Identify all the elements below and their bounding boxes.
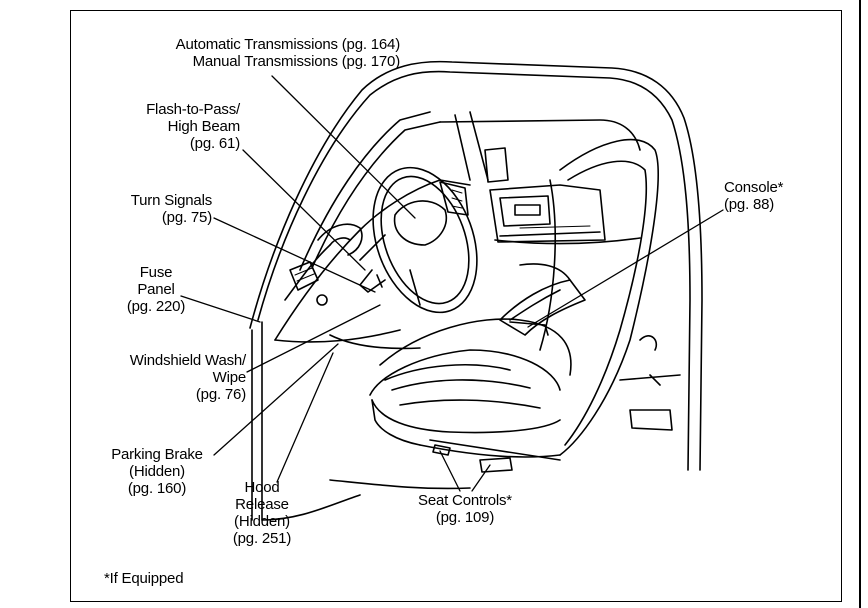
label-line: (pg. 76) — [195, 386, 246, 403]
label-line: Console* — [724, 179, 784, 196]
label-turn-signals: Turn Signals (pg. 75) — [100, 192, 212, 226]
label-line: Release — [235, 496, 289, 513]
label-line: Manual Transmissions (pg. 170) — [192, 53, 401, 70]
leader-parking-brake — [213, 343, 339, 456]
label-windshield-wash: Windshield Wash/ Wipe (pg. 76) — [100, 352, 246, 403]
label-line: Wipe — [212, 369, 247, 386]
label-line: (pg. 88) — [724, 196, 775, 213]
label-line: (pg. 220) — [126, 298, 186, 315]
label-line: (Hidden) — [234, 513, 290, 530]
leader-seat-controls-a — [439, 450, 461, 492]
label-hood-release: Hood Release (Hidden) (pg. 251) — [222, 479, 302, 547]
leader-transmissions — [271, 75, 416, 219]
windshield-pillar — [299, 111, 641, 271]
label-line: (Hidden) — [129, 463, 185, 480]
label-seat-controls: Seat Controls* (pg. 109) — [402, 492, 528, 526]
leader-console — [527, 209, 724, 328]
leader-hood-release — [276, 352, 334, 483]
label-line: (pg. 160) — [127, 480, 187, 497]
front-seat — [369, 138, 659, 473]
label-line: Turn Signals — [130, 192, 212, 209]
label-line: Seat Controls* — [418, 492, 512, 509]
label-line: Parking Brake — [111, 446, 203, 463]
label-fuse-panel: Fuse Panel (pg. 220) — [106, 264, 206, 315]
leader-windshield-wash — [246, 304, 381, 373]
floor-and-sill — [329, 335, 681, 490]
label-line: (pg. 61) — [189, 135, 240, 152]
dashboard — [274, 179, 471, 350]
leader-fuse-panel — [180, 295, 261, 323]
label-line: Hood — [244, 479, 280, 496]
leader-lines — [180, 75, 724, 492]
label-line: Flash-to-Pass/ — [146, 101, 240, 118]
label-line: (pg. 251) — [232, 530, 292, 547]
leader-seat-controls-b — [471, 464, 491, 492]
label-line: (pg. 109) — [435, 509, 495, 526]
door-opening-outline — [249, 60, 703, 521]
footnote-text: *If Equipped — [104, 570, 184, 587]
rear-door-panel — [484, 147, 641, 245]
leader-flash-to-pass — [242, 149, 366, 271]
label-line: Automatic Transmissions (pg. 164) — [175, 36, 401, 53]
label-console: Console* (pg. 88) — [724, 179, 824, 213]
label-line: Panel — [137, 281, 175, 298]
footnote: *If Equipped — [104, 570, 244, 587]
label-line: High Beam — [167, 118, 241, 135]
label-transmissions: Automatic Transmissions (pg. 164) Manual… — [100, 36, 401, 70]
label-parking-brake: Parking Brake (Hidden) (pg. 160) — [100, 446, 214, 497]
page-edge-rule — [859, 0, 861, 608]
label-line: (pg. 75) — [161, 209, 212, 226]
steering-wheel — [359, 166, 478, 314]
center-console — [499, 263, 586, 336]
label-flash-to-pass: Flash-to-Pass/ High Beam (pg. 61) — [100, 101, 240, 152]
diagram-frame — [70, 10, 842, 602]
label-line: Windshield Wash/ — [129, 352, 246, 369]
leader-turn-signals — [213, 217, 376, 293]
label-line: Fuse — [139, 264, 173, 281]
